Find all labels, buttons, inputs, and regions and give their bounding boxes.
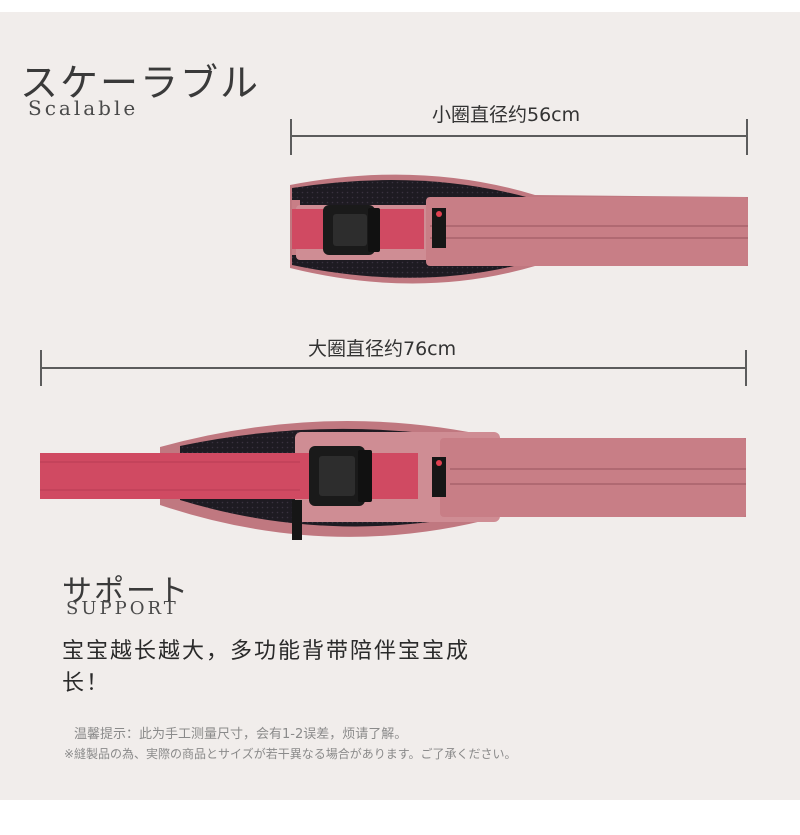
small-belt-buckle: [323, 205, 380, 255]
scalable-title-jp: スケーラブル: [20, 61, 261, 105]
small-belt-brand-label: [432, 208, 446, 248]
large-belt-dimension-tick-left: [40, 350, 42, 386]
large-belt-dimension-line: [41, 367, 747, 369]
small-belt-dimension-tick-right: [746, 119, 748, 155]
support-description: 宝宝越长越大，多功能背带陪伴宝宝成长！: [62, 639, 471, 696]
small-belt-dimension-line: [291, 135, 748, 137]
small-belt-dimension-label: 小圈直径约56cm: [432, 104, 581, 126]
small-belt-image: [290, 174, 748, 284]
large-belt-image: [40, 421, 746, 540]
product-panel: [0, 12, 800, 800]
large-belt-dimension-tick-right: [745, 350, 747, 386]
large-belt-dimension-label: 大圈直径约76cm: [308, 338, 457, 360]
large-belt-brand-label: [432, 457, 446, 497]
large-belt-buckle: [309, 446, 372, 506]
large-belt-elastic-tab: [292, 500, 302, 540]
scalable-title-en: Scalable: [28, 96, 139, 120]
small-belt-dimension-tick-left: [290, 119, 292, 155]
support-title-en: SUPPORT: [66, 598, 179, 619]
support-title-jp: サポート: [62, 574, 190, 609]
measurement-note-jp: ※縫製品の為、実際の商品とサイズが若干異なる場合があります。ご了承ください。: [64, 747, 517, 761]
measurement-note-cn: 温馨提示：此为手工测量尺寸，会有1-2误差，烦请了解。: [74, 727, 408, 742]
